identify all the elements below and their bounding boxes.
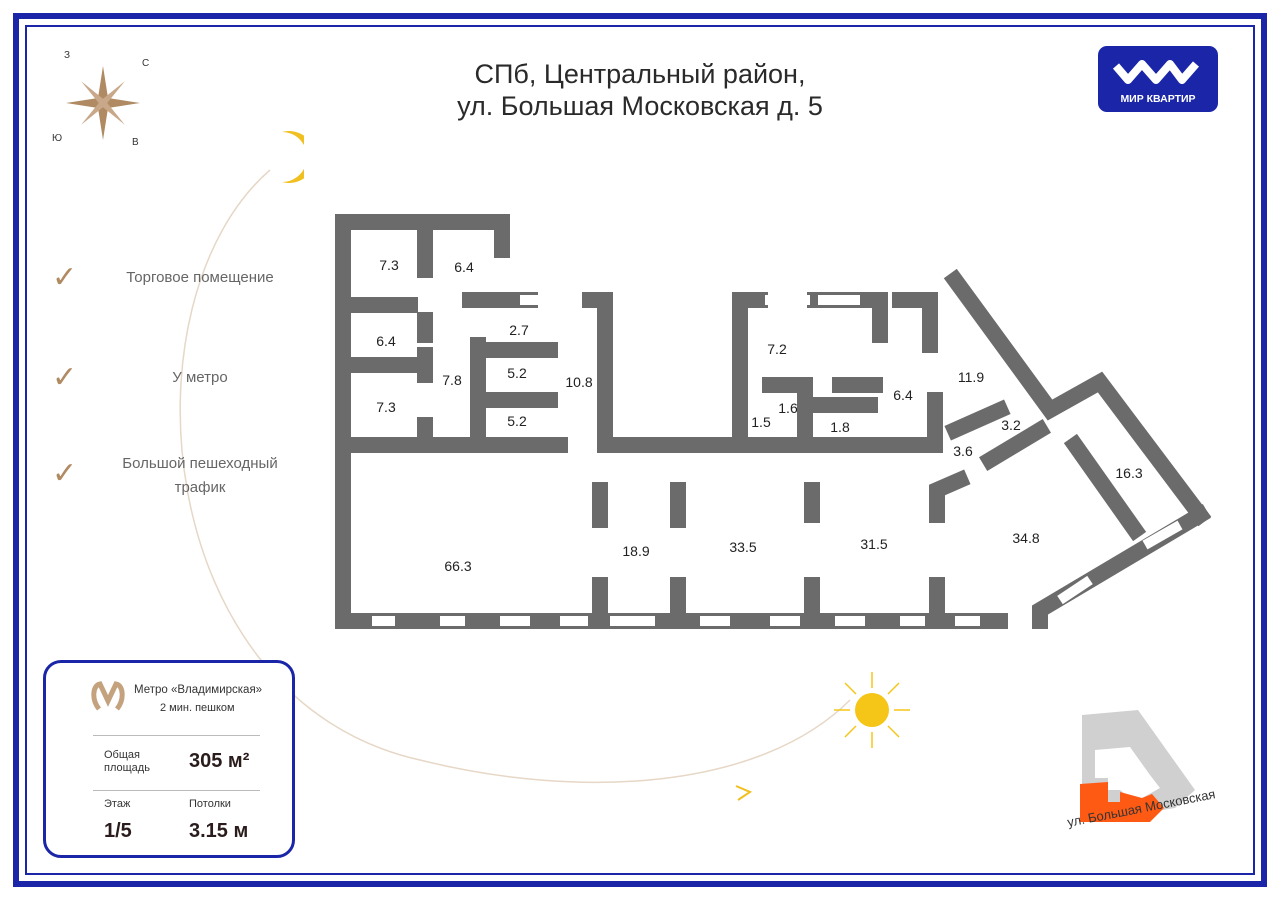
room-area-label: 7.8: [442, 372, 462, 388]
room-area-label: 7.2: [767, 341, 787, 357]
ceiling-value: 3.15 м: [189, 820, 249, 842]
room-area-label: 5.2: [507, 365, 527, 381]
room-area-label: 1.8: [830, 419, 850, 435]
area-label: Общая: [104, 749, 140, 761]
compass-west: З: [64, 50, 71, 61]
area-label-2: площадь: [104, 762, 150, 774]
check-icon: ✓: [52, 457, 78, 490]
floor-value: 1/5: [104, 820, 132, 842]
room-area-label: 18.9: [622, 543, 650, 559]
logo-text: МИР КВАРТИР: [1120, 93, 1196, 105]
room-area-label: 11.9: [957, 369, 985, 385]
feature-item: Большой пешеходный трафик: [122, 455, 278, 496]
room-area-label: 2.7: [509, 322, 529, 338]
room-area-label: 6.4: [893, 387, 913, 403]
check-icon: ✓: [52, 361, 78, 394]
moon-icon: [282, 131, 304, 183]
logo-mark-icon: [1112, 60, 1200, 84]
logo: МИР КВАРТИР: [1098, 46, 1218, 112]
compass-north: С: [142, 58, 150, 69]
title-line-1: СПб, Центральный район,: [474, 59, 806, 89]
room-area-label: 16.3: [1115, 465, 1143, 481]
metro-station: Метро «Владимирская»: [134, 684, 263, 696]
outer-frame: [13, 13, 1267, 887]
room-area-label: 7.3: [376, 399, 396, 415]
floor-label: Этаж: [104, 798, 131, 810]
room-area-label: 3.2: [1001, 417, 1021, 433]
room-area-label: 10.8: [565, 374, 593, 390]
room-area-label: 7.3: [379, 257, 399, 273]
metro-logo-icon: [91, 681, 125, 711]
area-value: 305 м²: [189, 750, 250, 772]
room-area-label: 34.8: [1012, 530, 1040, 546]
room-area-label: 33.5: [729, 539, 757, 555]
ceiling-label: Потолки: [189, 798, 231, 810]
page-title: СПб, Центральный район, ул. Большая Моск…: [400, 58, 880, 122]
title-line-2: ул. Большая Московская д. 5: [457, 91, 823, 121]
feature-item: У метро: [172, 369, 228, 386]
info-card: Метро «Владимирская» 2 мин. пешком Общая…: [43, 660, 295, 858]
check-icon: ✓: [52, 261, 78, 294]
sun-icon: [834, 672, 910, 748]
compass-rose-icon: [66, 66, 140, 140]
feature-item: Торговое помещение: [126, 269, 274, 286]
inner-frame: [25, 25, 1255, 875]
compass-south: Ю: [52, 133, 63, 144]
room-area-label: 1.5: [751, 414, 771, 430]
room-area-label: 6.4: [454, 259, 474, 275]
room-area-label: 5.2: [507, 413, 527, 429]
room-area-label: 6.4: [376, 333, 396, 349]
metro-walk-time: 2 мин. пешком: [160, 702, 235, 714]
building-minimap: [1080, 710, 1195, 822]
room-area-label: 66.3: [444, 558, 472, 574]
room-area-label: 1.6: [778, 400, 798, 416]
room-area-label: 31.5: [860, 536, 888, 552]
room-area-label: 3.6: [953, 443, 973, 459]
compass-east: В: [132, 137, 139, 148]
